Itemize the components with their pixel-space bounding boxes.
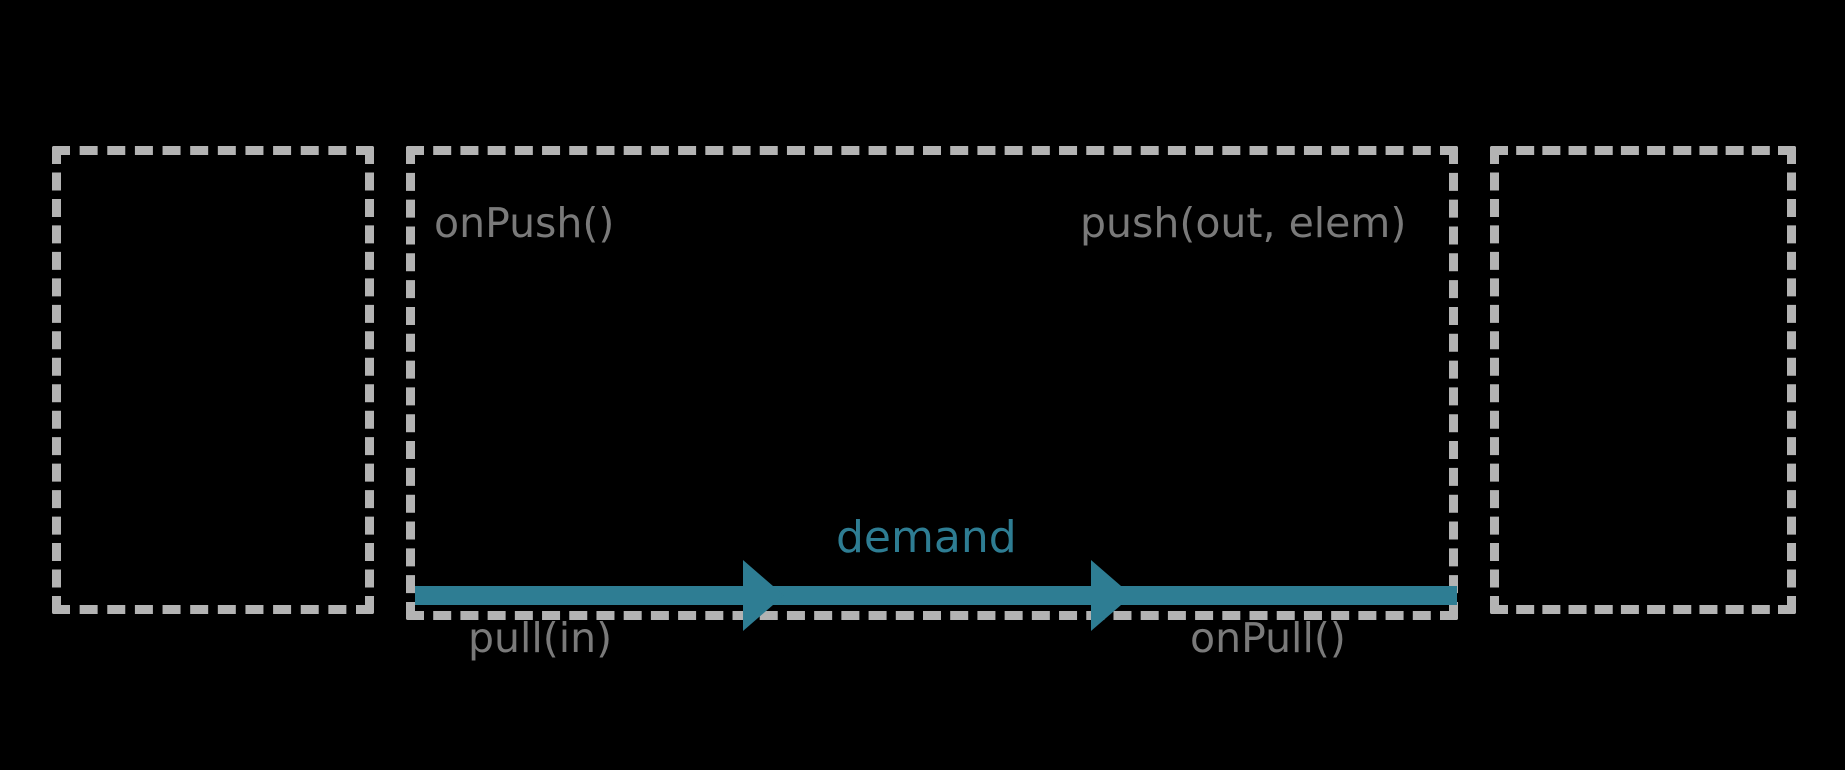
label-pull-in: pull(in) [468,614,613,662]
demand-label: demand [836,512,1017,563]
downstream-box [1490,146,1796,614]
label-on-push: onPush() [434,199,615,247]
label-on-pull: onPull() [1190,614,1346,662]
label-push-out-elem: push(out, elem) [1080,199,1407,247]
stage-box [406,146,1458,620]
upstream-box [52,146,374,614]
